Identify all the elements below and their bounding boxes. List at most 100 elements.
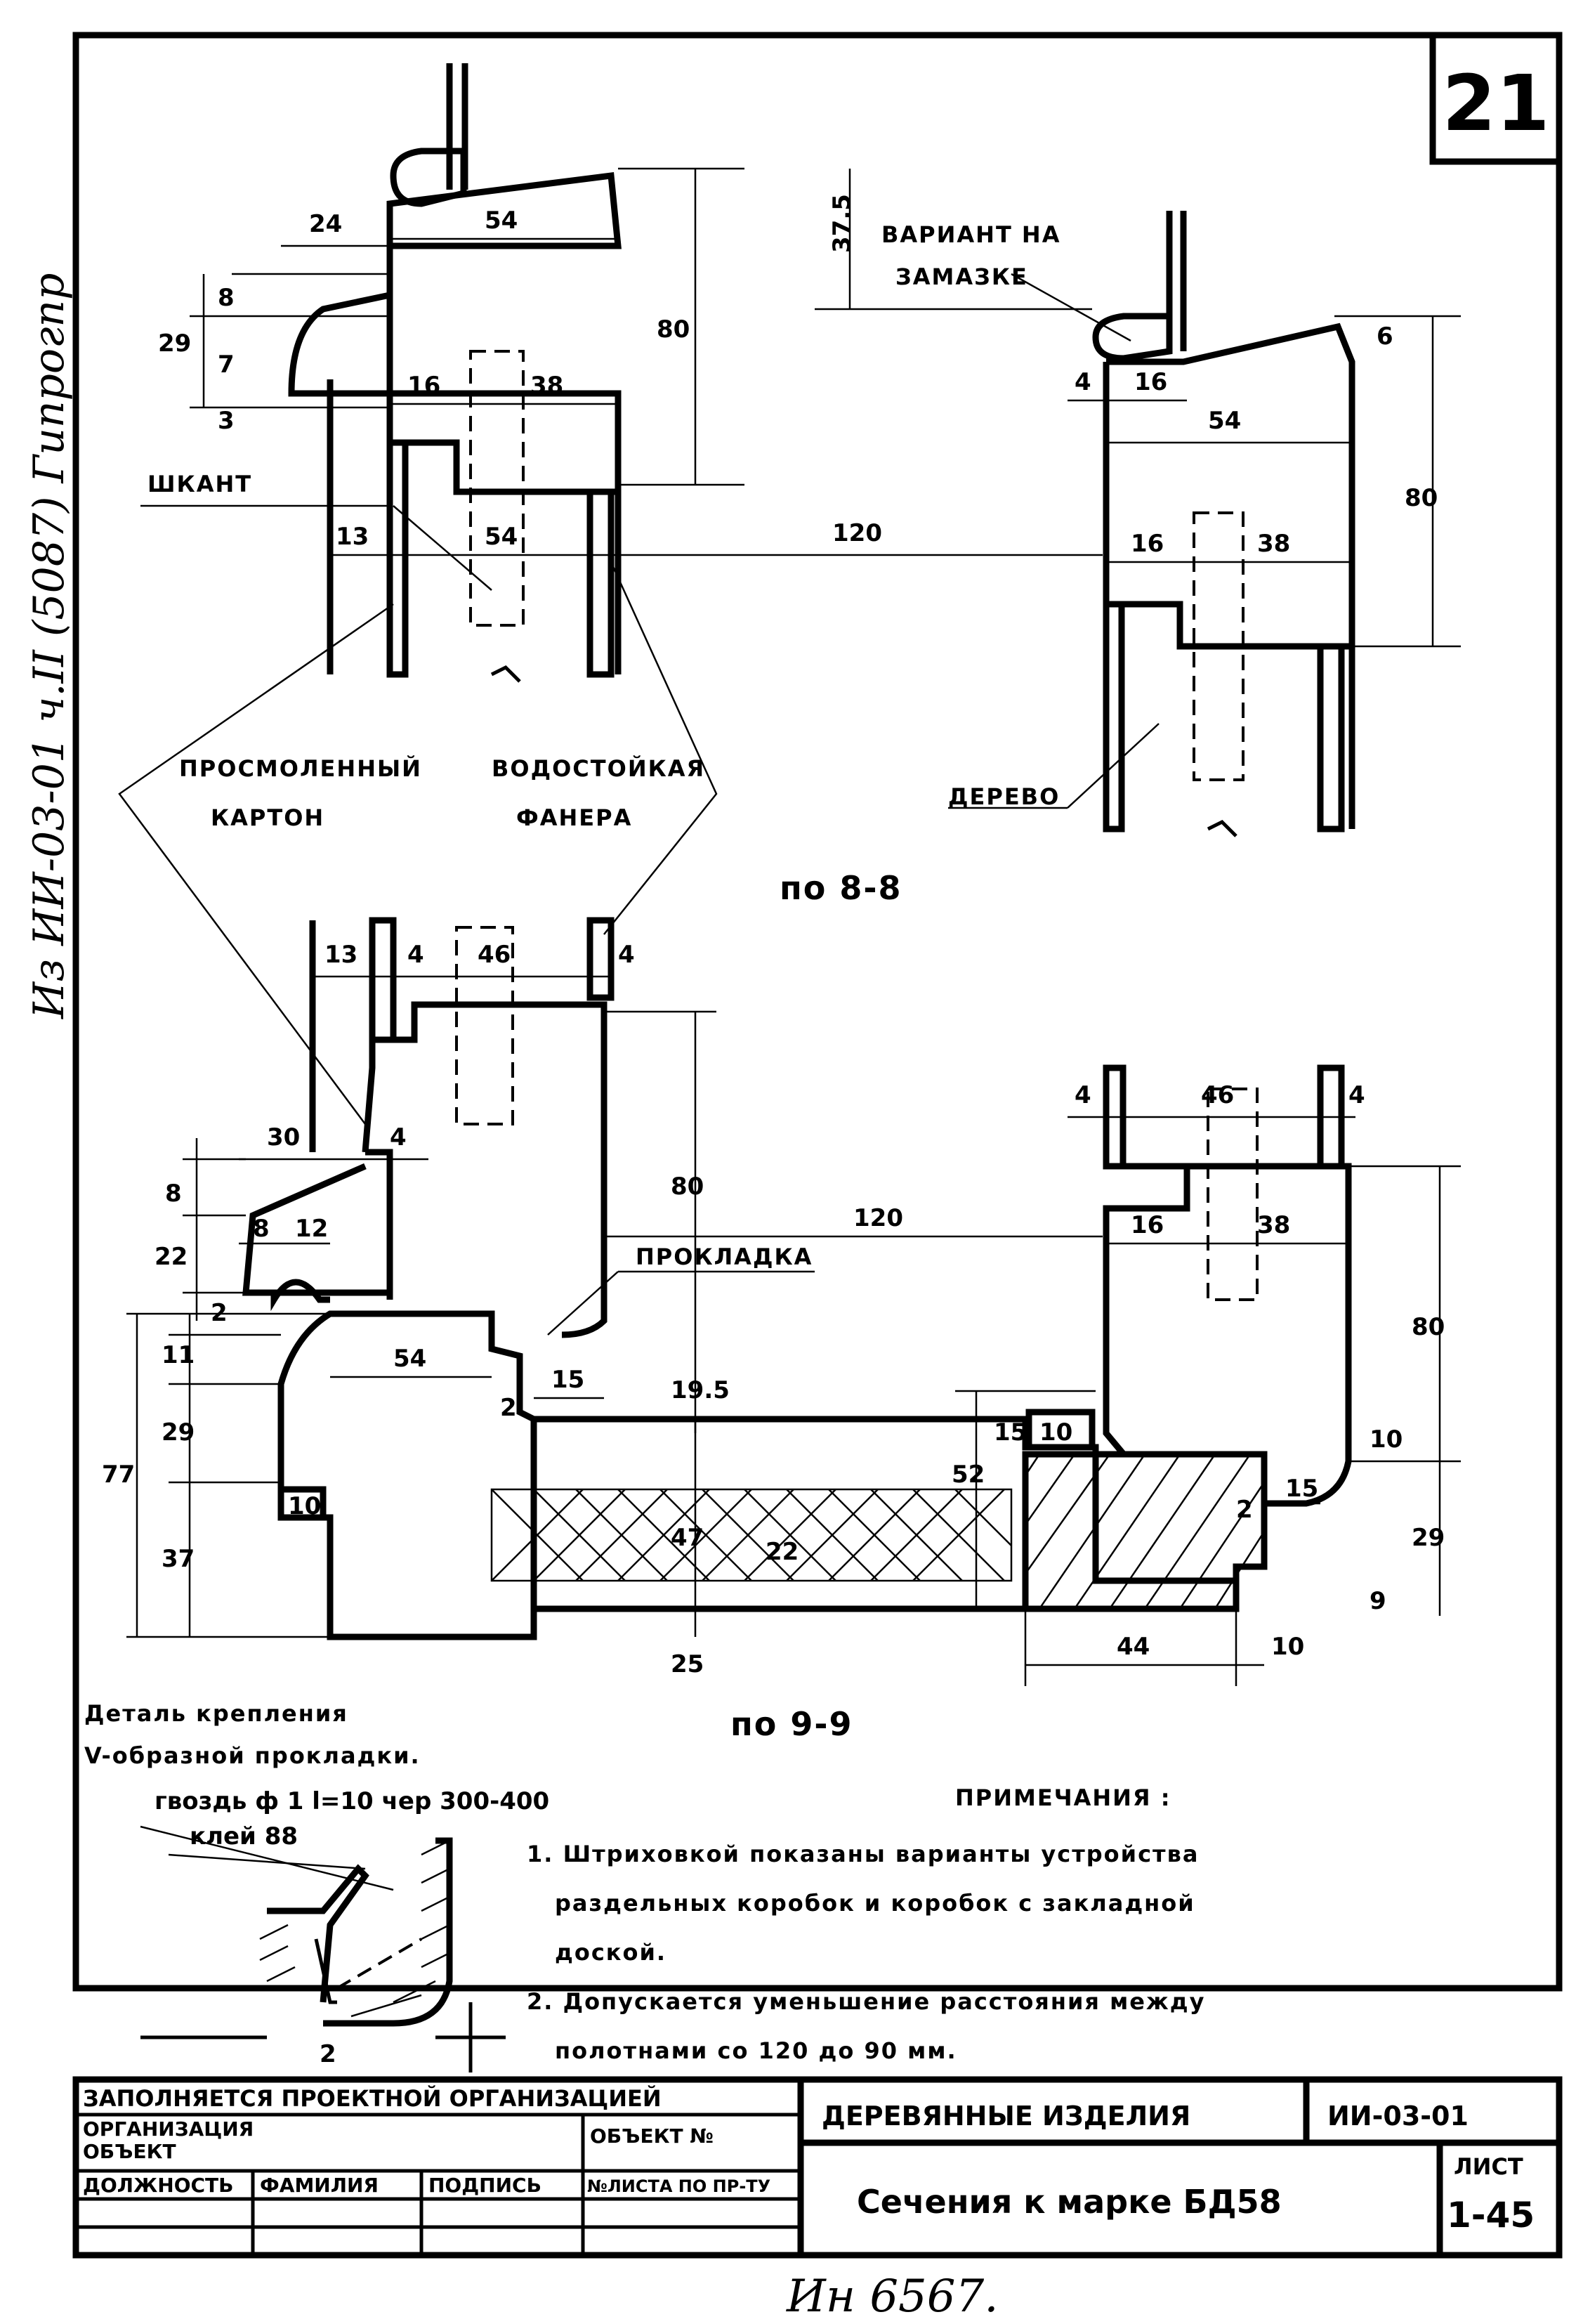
label-shkant: ШКАНТ bbox=[147, 471, 252, 497]
dim-29-r: 29 bbox=[1412, 1524, 1445, 1552]
label-section-9: по 9-9 bbox=[730, 1705, 853, 1743]
tb-product: ДЕРЕВЯННЫЕ ИЗДЕЛИЯ bbox=[822, 2101, 1190, 2132]
dim-16-right: 16 bbox=[1131, 530, 1164, 558]
sheet-number-box: 21 bbox=[1429, 32, 1563, 165]
dim-10-left: 10 bbox=[288, 1492, 321, 1520]
detail-title-1: Деталь крепления bbox=[84, 1700, 348, 1727]
dim-38-right: 38 bbox=[1257, 530, 1290, 558]
dim-13-low: 13 bbox=[324, 941, 357, 969]
dim-15-low: 15 bbox=[551, 1366, 584, 1394]
bottom-note: Ин 6567. bbox=[786, 2271, 999, 2323]
section-8-right: 37.5 ВАРИАНТ НА ЗАМАЗКЕ 4 16 54 6 80 16 … bbox=[815, 169, 1461, 837]
dim-2-5: 25 bbox=[671, 1650, 704, 1678]
note1-line1: 1. Штриховкой показаны варианты устройст… bbox=[527, 1841, 1199, 1867]
dim-29-low: 29 bbox=[162, 1418, 195, 1447]
section-8-left: 24 54 29 8 7 3 16 38 80 13 54 ШКАНТ 120 bbox=[140, 63, 1103, 683]
dim-15-r: 15 bbox=[1285, 1475, 1318, 1503]
label-section-8: по 8-8 bbox=[780, 869, 902, 907]
dim-2-mid: 2 bbox=[500, 1394, 517, 1422]
dim-22-mid: 22 bbox=[766, 1538, 799, 1566]
label-tarred-2: КАРТОН bbox=[211, 804, 324, 831]
dim-4-low-a: 4 bbox=[407, 941, 424, 969]
tb-object-no: ОБЪЕКТ № bbox=[590, 2124, 714, 2148]
section-9-right: 4 46 4 16 38 80 10 29 9 15 2 52 15 10 44… bbox=[730, 1064, 1461, 1743]
dim-24: 24 bbox=[309, 210, 342, 238]
dim-10-insert: 10 bbox=[1039, 1418, 1072, 1447]
tb-object: ОБЪЕКТ bbox=[83, 2140, 176, 2163]
dim-4-r-a: 4 bbox=[1075, 1081, 1091, 1109]
section-9-left: 13 4 46 4 80 30 4 8 22 8 12 ПРОКЛАДКА 12… bbox=[102, 917, 1240, 1678]
dim-12-low: 12 bbox=[295, 1215, 328, 1243]
label-gasket: ПРОКЛАДКА bbox=[636, 1243, 813, 1270]
dim-29-top: 29 bbox=[158, 329, 191, 358]
dim-54-right: 54 bbox=[1208, 407, 1241, 435]
tb-organization: ОРГАНИЗАЦИЯ bbox=[83, 2117, 254, 2141]
label-variant-2: ЗАМАЗКЕ bbox=[895, 263, 1028, 290]
tb-filled-by: ЗАПОЛНЯЕТСЯ ПРОЕКТНОЙ ОРГАНИЗАЦИЕЙ bbox=[83, 2085, 662, 2112]
dim-4-low-c: 4 bbox=[390, 1123, 407, 1151]
dim-46-low: 46 bbox=[478, 941, 511, 969]
dim-38-top: 38 bbox=[530, 372, 563, 400]
detail-nail: гвоздь ф 1 l=10 чер 300-400 bbox=[155, 1787, 549, 1815]
tb-sheet-of-project: №ЛИСТА ПО ПР-ТУ bbox=[587, 2176, 770, 2196]
dim-37-5-top: 37.5 bbox=[828, 194, 856, 253]
sheet-number: 21 bbox=[1442, 58, 1549, 148]
tb-position: ДОЛЖНОСТЬ bbox=[83, 2174, 234, 2197]
dim-80-right: 80 bbox=[1405, 484, 1438, 512]
dim-46-r: 46 bbox=[1201, 1081, 1234, 1109]
tb-sheet-value: 1-45 bbox=[1447, 2195, 1535, 2235]
fastening-detail: Деталь крепления V-образной прокладки. г… bbox=[84, 1700, 549, 2072]
tb-surname: ФАМИЛИЯ bbox=[260, 2174, 379, 2197]
dim-80-top: 80 bbox=[657, 315, 690, 344]
detail-title-2: V-образной прокладки. bbox=[84, 1742, 421, 1769]
notes: ПРИМЕЧАНИЯ : 1. Штриховкой показаны вари… bbox=[527, 1784, 1204, 2064]
material-labels: ПРОСМОЛЕННЫЙ КАРТОН ВОДОСТОЙКАЯ ФАНЕРА п… bbox=[118, 561, 902, 1125]
dim-120-low: 120 bbox=[853, 1204, 903, 1232]
dim-4-top-right: 4 bbox=[1075, 368, 1091, 396]
dim-10-bottom: 10 bbox=[1271, 1633, 1304, 1661]
dim-8-small: 8 bbox=[253, 1215, 270, 1243]
dim-2-r: 2 bbox=[1236, 1496, 1253, 1524]
dim-22-low: 22 bbox=[155, 1243, 188, 1271]
tb-sheet-label: ЛИСТ bbox=[1454, 2153, 1523, 2180]
dim-54-top: 54 bbox=[485, 207, 518, 235]
label-wood: ДЕРЕВО bbox=[948, 783, 1060, 810]
detail-dim-2: 2 bbox=[320, 2040, 336, 2068]
dim-9-r: 9 bbox=[1370, 1587, 1386, 1615]
label-variant-1: ВАРИАНТ НА bbox=[881, 221, 1060, 248]
dim-7-top: 7 bbox=[218, 351, 235, 379]
note1-line3: доской. bbox=[555, 1939, 666, 1966]
label-waterproof-2: ФАНЕРА bbox=[516, 804, 632, 831]
note1-line2: раздельных коробок и коробок с закладной bbox=[555, 1890, 1195, 1917]
dim-10-r: 10 bbox=[1370, 1425, 1403, 1454]
dim-30-low: 30 bbox=[267, 1123, 300, 1151]
tb-signature: ПОДПИСЬ bbox=[428, 2174, 541, 2197]
detail-glue: клей 88 bbox=[190, 1822, 298, 1850]
label-tarred-1: ПРОСМОЛЕННЫЙ bbox=[179, 755, 422, 782]
dim-38-r-low: 38 bbox=[1257, 1211, 1290, 1239]
dim-6-right: 6 bbox=[1377, 322, 1393, 351]
dim-4-r-b: 4 bbox=[1348, 1081, 1365, 1109]
sheet-frame bbox=[72, 32, 1563, 1992]
dim-80-r-low: 80 bbox=[1412, 1313, 1445, 1341]
dim-80-low: 80 bbox=[671, 1173, 704, 1201]
dim-16-top: 16 bbox=[407, 372, 440, 400]
dim-54-mid: 54 bbox=[485, 523, 518, 551]
dim-11: 11 bbox=[162, 1341, 195, 1369]
dim-19-5: 19.5 bbox=[671, 1376, 730, 1404]
tb-code: ИИ-03-01 bbox=[1327, 2101, 1469, 2132]
side-note: Из ИИ-03-01 ч.II (5087) Гипрогпр bbox=[25, 273, 74, 1019]
dim-54-low: 54 bbox=[393, 1345, 426, 1373]
dim-2-left: 2 bbox=[211, 1299, 228, 1327]
dim-16-r-low: 16 bbox=[1131, 1211, 1164, 1239]
dim-8-top: 8 bbox=[218, 284, 235, 312]
dim-52: 52 bbox=[952, 1461, 985, 1489]
title-block: ЗАПОЛНЯЕТСЯ ПРОЕКТНОЙ ОРГАНИЗАЦИЕЙ ОРГАН… bbox=[72, 2076, 1563, 2259]
dim-16-top-right: 16 bbox=[1134, 368, 1167, 396]
dim-8-low: 8 bbox=[165, 1180, 182, 1208]
dim-3-top: 3 bbox=[218, 407, 235, 435]
dim-77: 77 bbox=[102, 1461, 135, 1489]
dim-15-insert: 15 bbox=[994, 1418, 1027, 1447]
dim-44: 44 bbox=[1117, 1633, 1150, 1661]
